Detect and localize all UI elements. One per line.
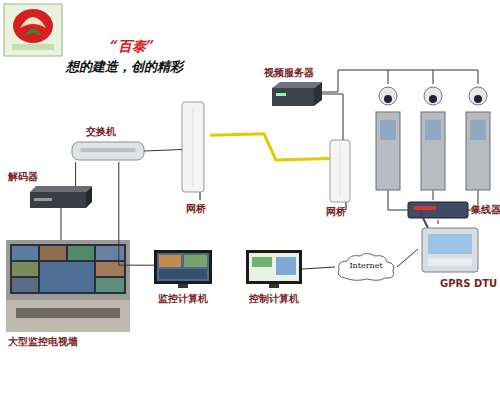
connector-path [75, 162, 76, 186]
cable-line [302, 267, 335, 269]
cable-line [438, 220, 439, 224]
device-caption: 视频服务器 [264, 67, 314, 79]
video-server-icon [272, 82, 322, 106]
device-node: 集线器 [408, 200, 468, 220]
device-caption: 交换机 [86, 126, 116, 138]
camera-wiring [320, 70, 478, 210]
device-node: 监控计算机 [154, 250, 212, 288]
device-caption: 控制计算机 [249, 293, 299, 305]
device-node: GPRS DTU [418, 224, 480, 274]
device-caption: 集线器 [471, 204, 500, 216]
cable-line [397, 249, 418, 267]
device-caption: GPRS DTU [440, 278, 497, 290]
device-node: 交换机 [72, 140, 144, 162]
device-node: 视频服务器 [272, 82, 322, 106]
device-node: Internet [335, 252, 397, 282]
cable-line [61, 208, 62, 240]
connector-path [61, 208, 62, 240]
switch-icon [72, 142, 144, 160]
logo [4, 4, 62, 56]
connector-path [210, 134, 330, 160]
dtu-icon [420, 212, 478, 272]
cable-line [144, 150, 182, 152]
connector-path [302, 267, 335, 269]
device-caption: 网桥 [186, 203, 206, 215]
connector-path [144, 150, 182, 152]
device-node: 网桥 [330, 140, 356, 202]
device-node: 解码器 [30, 186, 92, 208]
device-caption: 网桥 [326, 206, 346, 218]
slogan-text: “百泰” [110, 38, 154, 56]
device-caption: 监控计算机 [158, 293, 208, 305]
device-node: 网桥 [182, 102, 210, 197]
video-wall-photo [6, 240, 130, 332]
wireless-link [210, 134, 330, 160]
device-node: 控制计算机 [246, 250, 302, 288]
camera-pole-unit [376, 87, 490, 190]
hub-icon [408, 202, 468, 218]
computer-monitor-icon [154, 250, 302, 288]
connector-path [397, 249, 418, 267]
cable-line [75, 162, 76, 186]
decoder-icon [30, 186, 92, 208]
device-caption: 解码器 [8, 171, 38, 183]
device-node: 大型监控电视墙 [6, 240, 130, 332]
bridge-antenna-icon [182, 102, 350, 210]
connector-path [438, 220, 439, 224]
connector-path [119, 162, 154, 265]
cable-line [322, 94, 343, 140]
device-caption: Internet [335, 261, 397, 270]
slogan-text: 想的建造，创的精彩 [66, 58, 183, 76]
connector-path [322, 94, 343, 140]
cable-line [119, 162, 154, 265]
device-caption: 大型监控电视墙 [8, 336, 78, 348]
